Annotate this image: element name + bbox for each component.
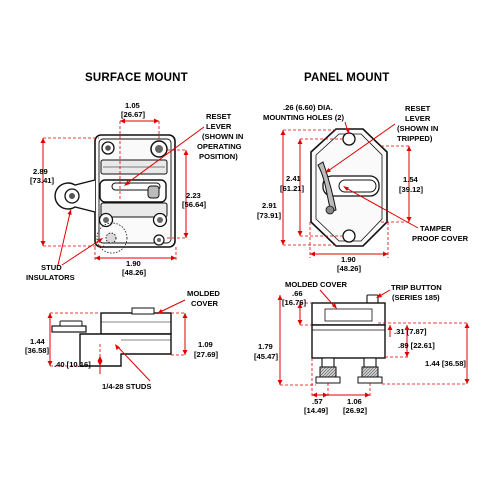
dim-panel-height-outer: 2.91 xyxy=(262,201,278,210)
surface-top-view: 1.05 [26.67] 2.89 [73.41] 2.23 [56.64] xyxy=(26,101,243,282)
dim-panel-side-height-left-mm: [45.47] xyxy=(254,352,279,361)
surface-side-body xyxy=(79,333,172,367)
dim-panel-width-bottom: 1.90 xyxy=(341,255,356,264)
dim-panel-stud-offset-mm: [14.49] xyxy=(304,406,329,415)
dim-panel-side-height-right: 1.44 [36.58] xyxy=(425,359,466,368)
dim-panel-height-inner-mm: [61.21] xyxy=(280,184,305,193)
dim-surface-height-left: 2.89 xyxy=(33,167,48,176)
dim-panel-body-h: .89 [22.61] xyxy=(398,341,435,350)
panel-reset-lever-icon xyxy=(317,161,337,213)
dim-panel-cover-h-mm: [16.76] xyxy=(282,298,307,307)
panel-reset-lever-label-1: RESET xyxy=(405,104,431,113)
trip-button-label-1: TRIP BUTTON xyxy=(391,283,442,292)
dim-surface-width-top-mm: [26.67] xyxy=(121,110,146,119)
dim-surface-width-top: 1.05 xyxy=(125,101,141,110)
dim-surface-height-right: 2.23 xyxy=(186,191,201,200)
reset-lever-label-5: POSITION) xyxy=(199,152,238,161)
tamper-label-1: TAMPER xyxy=(420,224,452,233)
dim-surface-width-bottom-mm: [48.26] xyxy=(122,268,147,277)
trip-button-label-2: (SERIES 185) xyxy=(392,293,440,302)
tamper-label-2: PROOF COVER xyxy=(412,234,469,243)
reset-lever-icon xyxy=(147,185,160,199)
panel-side-body xyxy=(311,324,386,359)
surface-mount-heading: SURFACE MOUNT xyxy=(85,72,188,84)
panel-stud-right xyxy=(361,366,379,378)
dim-panel-stud-spacing-mm: [26.92] xyxy=(343,406,368,415)
dim-panel-side-height-left: 1.79 xyxy=(258,342,273,351)
stud-insulators-label-1: STUD xyxy=(41,263,62,272)
dim-surface-side-height-right-mm: [27.69] xyxy=(194,350,219,359)
molded-cover-label-1: MOLDED xyxy=(187,289,220,298)
stud-insulators-label-2: INSULATORS xyxy=(26,273,75,282)
panel-side-view: MOLDED COVER TRIP BUTTON (SERIES 185) .6… xyxy=(254,280,470,415)
trip-button-icon xyxy=(366,294,379,304)
dim-panel-height-inner: 2.41 xyxy=(286,174,302,183)
surface-side-cover xyxy=(100,312,172,335)
dim-surface-height-right-mm: [56.64] xyxy=(182,200,207,209)
dim-surface-side-height-left-mm: [36.58] xyxy=(25,346,50,355)
dim-surface-side-height-left: 1.44 xyxy=(30,337,46,346)
mounting-holes-label-1: .26 (6.60) DIA. xyxy=(283,103,333,112)
panel-reset-lever-label-3: (SHOWN IN xyxy=(397,124,438,133)
dim-surface-side-height-right: 1.09 xyxy=(198,340,213,349)
reset-lever-label-1: RESET xyxy=(206,112,232,121)
dim-panel-height-right-mm: [39.12] xyxy=(399,185,424,194)
dim-surface-stud-offset: .40 [10.16] xyxy=(54,360,91,369)
dim-panel-width-bottom-mm: [48.26] xyxy=(337,264,362,273)
stud-insulator-outline xyxy=(96,222,128,254)
dim-surface-height-left-mm: [73.41] xyxy=(30,176,55,185)
studs-label: 1/4-28 STUDS xyxy=(102,382,151,391)
mounting-holes-label-2: MOUNTING HOLES (2) xyxy=(263,113,344,122)
mounting-hole-bottom xyxy=(342,229,356,243)
dim-panel-height-outer-mm: [73.91] xyxy=(257,211,282,220)
panel-top-view: .26 (6.60) DIA. MOUNTING HOLES (2) RESET… xyxy=(257,103,469,273)
reset-lever-label-4: OPERATING xyxy=(197,142,242,151)
reset-lever-label-3: (SHOWN IN xyxy=(202,132,243,141)
dim-panel-stud-offset: .57 xyxy=(312,397,323,406)
dim-surface-width-bottom: 1.90 xyxy=(126,259,141,268)
panel-reset-lever-label-4: TRIPPED) xyxy=(397,134,433,143)
surface-side-view: MOLDED COVER 1.44 [36.58] 1.09 [27.69] xyxy=(25,289,220,391)
molded-cover-label-2: COVER xyxy=(191,299,219,308)
dim-panel-stud-spacing: 1.06 xyxy=(347,397,362,406)
dim-panel-height-right: 1.54 xyxy=(403,175,419,184)
mounting-hole-top xyxy=(342,132,356,146)
dim-panel-cover-h: .66 xyxy=(292,289,303,298)
panel-stud-left xyxy=(319,366,337,378)
panel-molded-cover-label: MOLDED COVER xyxy=(285,280,348,289)
panel-reset-lever-label-2: LEVER xyxy=(405,114,431,123)
reset-lever-label-2: LEVER xyxy=(206,122,232,131)
panel-mount-heading: PANEL MOUNT xyxy=(304,72,390,84)
dim-panel-trip-h: .31 [7.87] xyxy=(394,327,427,336)
